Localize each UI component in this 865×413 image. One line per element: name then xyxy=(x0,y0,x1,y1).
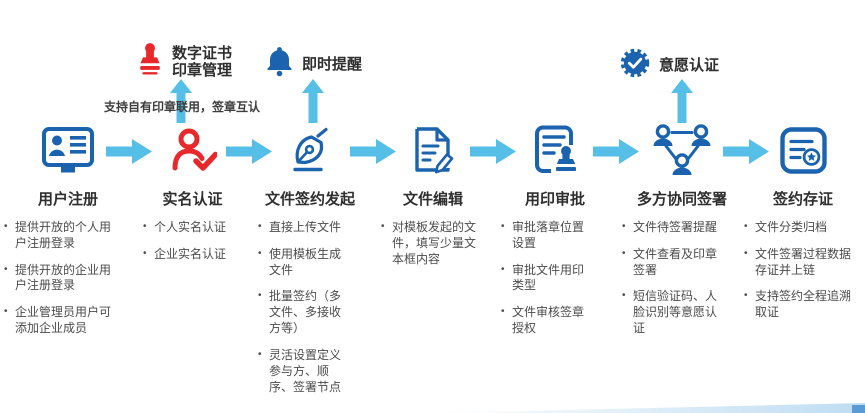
step-title: 多方协同签署 xyxy=(636,191,727,208)
bullet-item: 使用模板生成文件 xyxy=(258,247,350,279)
callout-label-line2: 印章管理 xyxy=(172,62,233,79)
badge-check-icon xyxy=(620,48,650,83)
bullet-item: 文件审核签章授权 xyxy=(501,305,593,337)
callout-label: 意愿认证 xyxy=(659,57,720,74)
person-check-icon xyxy=(169,119,217,181)
bell-icon xyxy=(266,46,293,82)
bullet-item: 批量签约（多文件、多接收方等） xyxy=(258,289,350,336)
pen-nib-icon xyxy=(290,119,330,181)
bullet-item: 企业管理员用户可添加企业成员 xyxy=(4,305,122,337)
step-bullets: 对模板发起的文件，填写少量文本框内容 xyxy=(381,220,481,278)
step-bullets: 提供开放的个人用户注册登录 提供开放的企业用户注册登录 企业管理员用户可添加企业… xyxy=(4,220,122,348)
bottom-corner-accent xyxy=(852,405,865,413)
monitor-user-icon xyxy=(42,119,94,181)
bullet-item: 文件查看及印章签署 xyxy=(622,247,724,279)
doc-stamp-icon xyxy=(529,119,581,181)
right-arrow-icon xyxy=(593,139,639,164)
bullet-item: 提供开放的企业用户注册登录 xyxy=(4,263,122,295)
bullet-item: 文件待签署提醒 xyxy=(622,220,724,236)
bottom-decoration-band xyxy=(435,403,865,413)
step-title: 文件签约发起 xyxy=(264,191,355,208)
callout-willingness-authentication: 意愿认证 xyxy=(620,48,719,83)
bullet-item: 个人实名认证 xyxy=(143,220,226,236)
right-arrow-icon xyxy=(350,139,396,164)
step-title: 文件编辑 xyxy=(402,191,463,208)
note-seal-interop: 支持自有印章联用，签章互认 xyxy=(104,100,261,114)
bullet-item: 审批落章位置设置 xyxy=(501,220,593,252)
bullet-item: 提供开放的个人用户注册登录 xyxy=(4,220,122,252)
stamp-icon xyxy=(137,42,163,82)
callout-label: 数字证书 印章管理 xyxy=(172,45,232,79)
right-arrow-icon xyxy=(470,139,516,164)
callout-instant-reminder: 即时提醒 xyxy=(266,46,362,82)
callout-label-line1: 数字证书 xyxy=(172,45,233,62)
bullet-item: 灵活设置定义参与方、顺序、签署节点 xyxy=(258,348,350,395)
step-user-registration: 用户注册 提供开放的个人用户注册登录 提供开放的企业用户注册登录 企业管理员用户… xyxy=(4,119,132,348)
step-bullets: 文件分类归档 文件签署过程数据存证并上链 支持签约全程追溯取证 xyxy=(744,220,852,332)
bullet-item: 审批文件用印类型 xyxy=(501,263,593,295)
step-title: 实名认证 xyxy=(162,191,223,208)
step-title: 签约存证 xyxy=(772,191,833,208)
step-bullets: 审批落章位置设置 审批文件用印类型 文件审核签章授权 xyxy=(501,220,593,348)
people-network-icon xyxy=(649,119,715,181)
bullet-item: 短信验证码、人脸识别等意愿认证 xyxy=(622,289,724,336)
step-multiparty-signing: 多方协同签署 文件待签署提醒 文件查看及印章签署 短信验证码、人脸识别等意愿认证 xyxy=(622,119,742,348)
doc-edit-icon xyxy=(412,119,454,181)
bullet-item: 企业实名认证 xyxy=(143,247,226,263)
doc-star-icon xyxy=(779,119,827,181)
step-bullets: 个人实名认证 企业实名认证 xyxy=(143,220,226,274)
callout-label: 即时提醒 xyxy=(302,55,363,73)
step-signing-initiation: 文件签约发起 直接上传文件 使用模板生成文件 批量签约（多文件、多接收方等） 灵… xyxy=(258,119,362,406)
bullet-item: 对模板发起的文件，填写少量文本框内容 xyxy=(381,220,481,267)
bullet-item: 文件签署过程数据存证并上链 xyxy=(744,247,852,279)
step-signing-evidence: 签约存证 文件分类归档 文件签署过程数据存证并上链 支持签约全程追溯取证 xyxy=(744,119,862,332)
step-bullets: 直接上传文件 使用模板生成文件 批量签约（多文件、多接收方等） 灵活设置定义参与… xyxy=(258,220,350,406)
callout-digital-cert-seal-management: 数字证书 印章管理 xyxy=(137,42,232,82)
step-title: 用印审批 xyxy=(524,191,585,208)
up-arrow-icon xyxy=(170,79,192,123)
up-arrow-icon xyxy=(671,79,693,123)
step-document-editing: 文件编辑 对模板发起的文件，填写少量文本框内容 xyxy=(381,119,485,278)
step-seal-approval: 用印审批 审批落章位置设置 审批文件用印类型 文件审核签章授权 xyxy=(501,119,609,348)
bullet-item: 支持签约全程追溯取证 xyxy=(744,289,852,321)
step-title: 用户注册 xyxy=(37,191,98,208)
up-arrow-icon xyxy=(302,79,324,123)
step-bullets: 文件待签署提醒 文件查看及印章签署 短信验证码、人脸识别等意愿认证 xyxy=(622,220,724,348)
right-arrow-icon xyxy=(723,139,769,164)
step-realname-authentication: 实名认证 个人实名认证 企业实名认证 xyxy=(143,119,242,274)
bullet-item: 文件分类归档 xyxy=(744,220,852,236)
right-arrow-icon xyxy=(226,139,272,164)
right-arrow-icon xyxy=(106,139,152,164)
bullet-item: 直接上传文件 xyxy=(258,220,350,236)
